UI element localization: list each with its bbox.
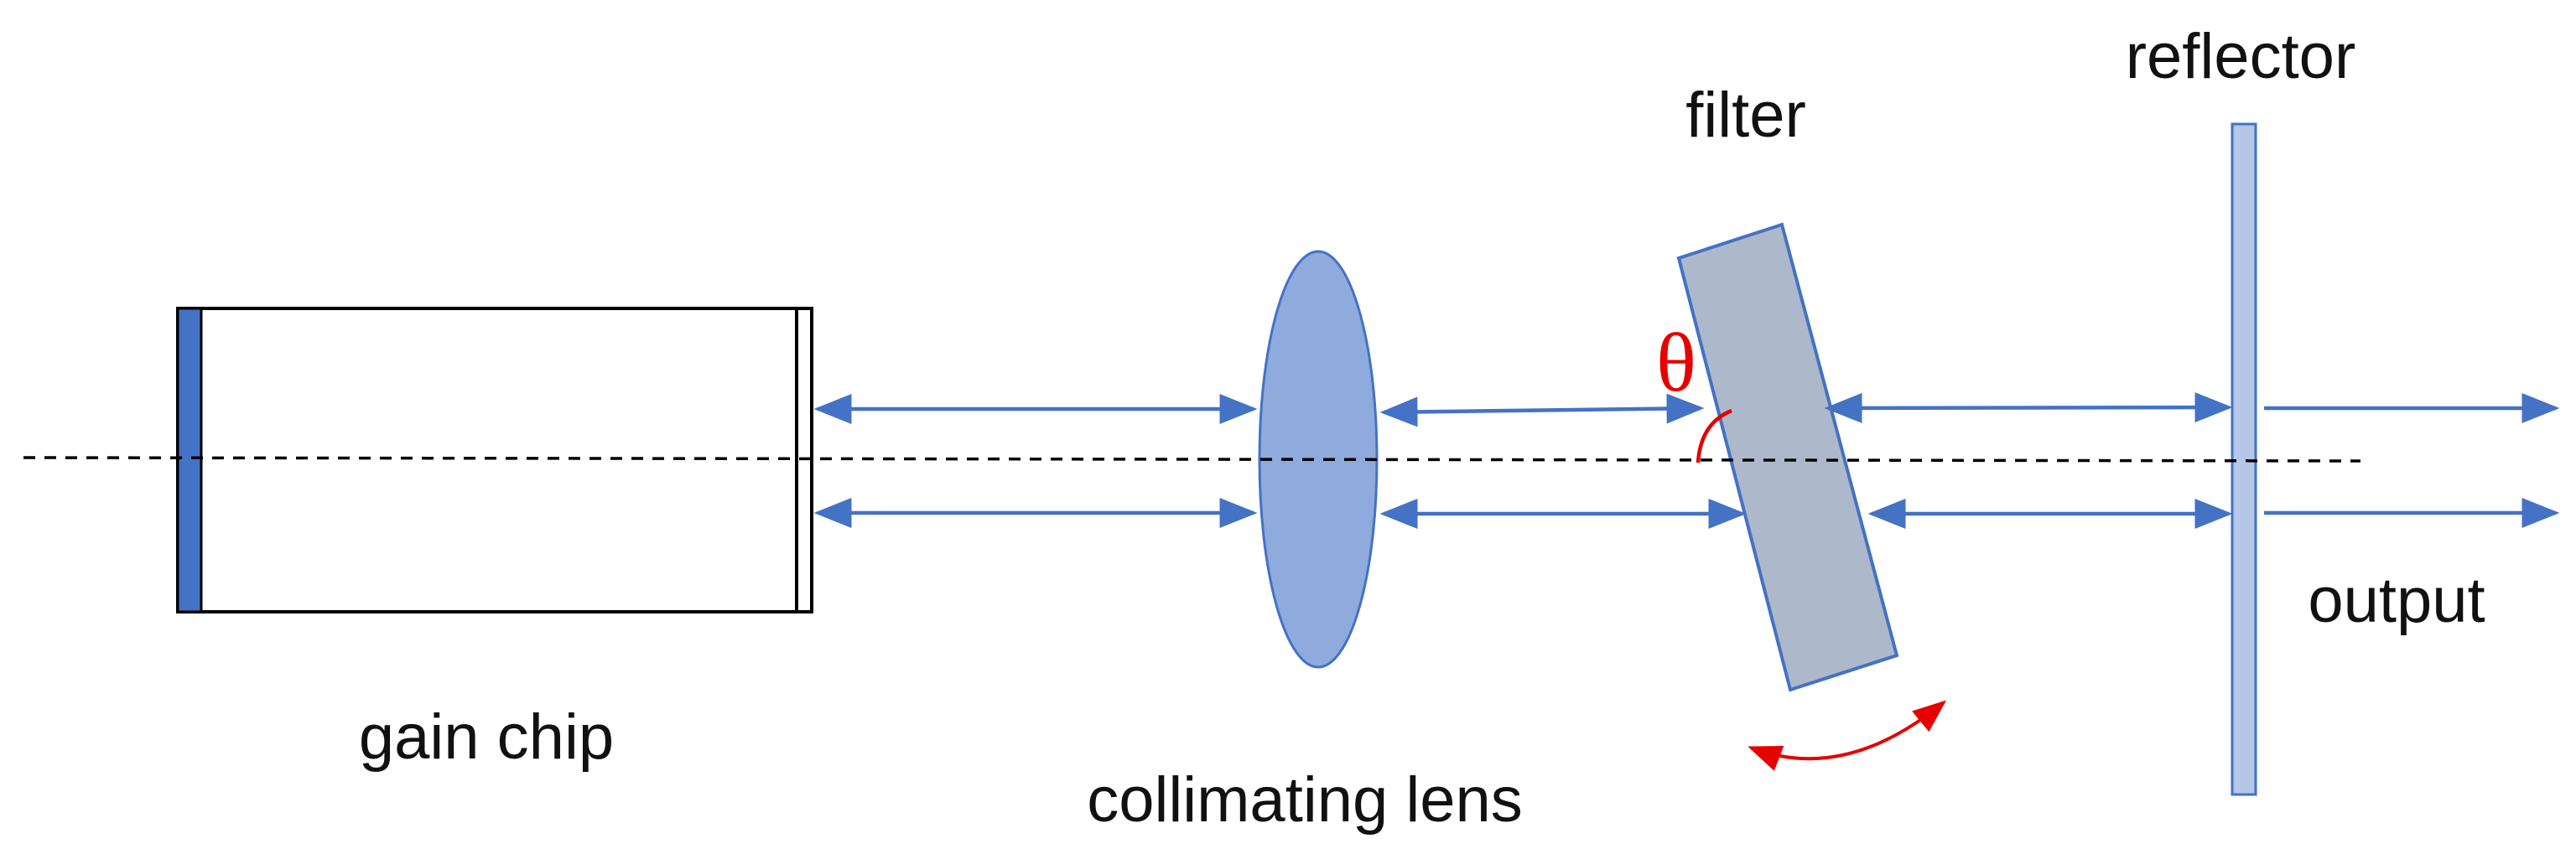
collimating-lens (1258, 250, 1379, 669)
filter-label: filter (1685, 80, 1806, 151)
gain-chip-back-facet (176, 307, 203, 613)
reflector-label: reflector (2126, 21, 2356, 92)
gain-chip-label: gain chip (359, 701, 614, 773)
gain-chip (176, 307, 813, 613)
collimating-lens-label: collimating lens (1087, 764, 1523, 836)
beam-arrows (813, 392, 2560, 529)
output-label: output (2308, 565, 2485, 636)
theta-label: θ (1656, 316, 1696, 409)
beam-filter-reflector-upper (1824, 392, 2233, 423)
angle-arc (1696, 408, 1732, 463)
curved-double-arrow-icon (1748, 700, 1947, 771)
gain-chip-body (176, 307, 813, 613)
filter-plate (1676, 222, 1899, 692)
beam-lens-filter-upper (1379, 393, 1705, 427)
reflector-mirror (2231, 122, 2257, 796)
